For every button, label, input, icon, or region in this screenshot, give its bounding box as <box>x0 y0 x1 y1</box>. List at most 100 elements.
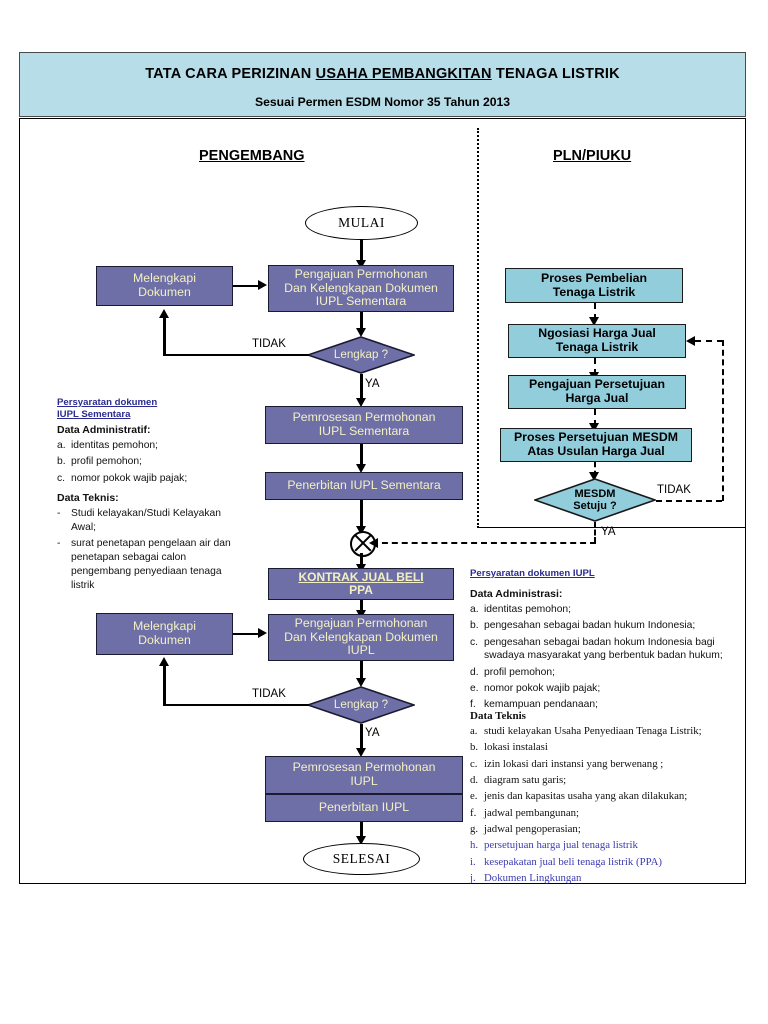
swimlane-divider <box>477 128 479 528</box>
arrowhead-buy-to-nego <box>588 317 599 326</box>
list-item-marker: c. <box>57 472 66 484</box>
list-item-marker: - <box>57 538 61 550</box>
side-right-tech: Data Teknis a.studi kelayakan Usaha Peny… <box>470 703 745 888</box>
list-item-text: profil pemohon; <box>71 456 142 468</box>
node-pengajuan-persetujuan-harga-l1: Pengajuan Persetujuan <box>529 377 665 392</box>
list-item-marker: a. <box>470 604 479 615</box>
list-item-marker: c. <box>470 757 478 770</box>
side-right-heading: Persyaratan dokumen IUPL <box>470 568 595 579</box>
node-pemrosesan-iupl-sementara-l1: Pemrosesan Permohonan <box>292 410 436 425</box>
list-item-marker: b. <box>470 741 479 754</box>
decision-mesdm-setuju: MESDM Setuju ? <box>534 478 656 522</box>
edge-label-tidak-2: TIDAK <box>252 688 286 700</box>
edge-decision1-tidak-vertical <box>163 318 166 354</box>
arrowhead-approve-to-decision <box>588 472 599 481</box>
lane-caption-pengembang: PENGEMBANG <box>199 148 305 164</box>
node-pengajuan-iupl-sementara-l2: Dan Kelengkapan Dokumen <box>284 280 438 295</box>
arrowhead-decision2-tidak <box>158 657 169 666</box>
node-melengkapi-dokumen-2: Melengkapi Dokumen <box>96 613 233 655</box>
side-left-requirements: Data Administratif: a.identitas pemohon;… <box>57 417 242 595</box>
edge-mesdm-tidak-h1 <box>656 500 722 502</box>
swimlane-bottom-rule <box>477 527 746 528</box>
arrowhead-mesdm-ya-to-merge <box>369 537 378 548</box>
list-item: c.nomor pokok wajib pajak; <box>57 472 242 486</box>
diamond-shape-2 <box>307 686 415 724</box>
edge-mesdm-ya-v <box>594 522 596 543</box>
list-item-text: pengesahan sebagai badan hokum Indonesia… <box>484 636 723 662</box>
node-pengajuan-persetujuan-harga: Pengajuan Persetujuan Harga Jual <box>508 375 686 409</box>
node-pengajuan-persetujuan-harga-l2: Harga Jual <box>565 391 629 405</box>
node-proses-persetujuan-mesdm-l2: Atas Usulan Harga Jual <box>527 444 665 458</box>
list-item-marker: a. <box>57 440 66 451</box>
edge-buy-to-nego <box>594 303 596 320</box>
node-proses-persetujuan-mesdm: Proses Persetujuan MESDM Atas Usulan Har… <box>500 428 692 462</box>
arrowhead-apply-to-approve <box>588 423 599 432</box>
node-pemrosesan-iupl-sementara-l2: IUPL Sementara <box>318 424 410 438</box>
side-right-tech-title: Data Teknis <box>470 710 526 722</box>
list-item: g.jadwal pengoperasian; <box>470 823 745 837</box>
list-item-text: studi kelayakan Usaha Penyediaan Tenaga … <box>484 725 702 737</box>
arrowhead-melengkapi2-to-submit2 <box>258 628 267 638</box>
decision-mesdm-label: MESDM Setuju ? <box>534 478 656 522</box>
node-penerbitan-iupl: Penerbitan IUPL <box>265 794 463 822</box>
list-item-marker: b. <box>57 456 66 468</box>
list-item-text: nomor pokok wajib pajak; <box>484 682 601 694</box>
list-item: b.pengesahan sebagai badan hukum Indones… <box>470 619 738 633</box>
list-item-marker: f. <box>470 699 476 711</box>
side-right-admin-title: Data Administrasi: <box>470 588 563 600</box>
side-left-heading: Persyaratan dokumen IUPL Sementara <box>57 397 207 421</box>
side-left-heading-l2: IUPL Sementara <box>57 408 131 420</box>
node-kontrak-line1: KONTRAK JUAL BELI <box>298 569 424 584</box>
list-item-marker: d. <box>470 666 479 678</box>
edge-mesdm-tidak-h2 <box>695 340 723 342</box>
arrowhead-decision1-tidak <box>158 309 169 318</box>
edge-decision2-tidak-vertical <box>163 666 166 704</box>
edge-melengkapi2-to-submit2 <box>233 632 259 635</box>
node-pemrosesan-iupl: Pemrosesan Permohonan IUPL <box>265 756 463 794</box>
decision-lengkap-2-label: Lengkap ? <box>333 697 389 711</box>
lane-caption-pln: PLN/PIUKU <box>553 148 632 164</box>
list-item: a.identitas pemohon; <box>57 439 242 453</box>
list-item-text: jadwal pengoperasian; <box>484 822 581 835</box>
decision-mesdm-l2: Setuju ? <box>573 500 617 512</box>
title-banner: TATA CARA PERIZINAN USAHA PEMBANGKITAN T… <box>19 52 746 117</box>
node-pengajuan-iupl-l1: Pengajuan Permohonan <box>294 615 428 630</box>
node-kontrak-jual-beli-ppa: KONTRAK JUAL BELI PPA <box>268 568 454 600</box>
list-item: -surat penetapan pengelaan air dan penet… <box>57 537 242 592</box>
list-item: a.identitas pemohon; <box>470 603 738 617</box>
end-terminator: SELESAI <box>303 843 420 875</box>
list-item: c.izin lokasi dari instansi yang berwena… <box>470 758 745 772</box>
list-item-marker: b. <box>470 620 479 632</box>
list-item-marker: c. <box>470 636 479 648</box>
arrowhead-decision2-ya <box>355 748 366 757</box>
list-item-text: profil pemohon; <box>484 666 555 678</box>
edge-start-to-submit1 <box>360 240 363 262</box>
list-item-text: diagram satu garis; <box>484 773 567 786</box>
node-pengajuan-iupl: Pengajuan Permohonan Dan Kelengkapan Dok… <box>268 614 454 661</box>
node-pemrosesan-iupl-l1: Pemrosesan Permohonan <box>292 760 436 775</box>
side-left-tech-title: Data Teknis: <box>57 492 119 505</box>
node-ngosiasi-harga-l1: Ngosiasi Harga Jual <box>538 326 656 341</box>
list-item-text: Dokumen Lingkungan <box>484 871 582 884</box>
edge-kontrak-to-submit2 <box>360 600 363 614</box>
arrowhead-submit2-to-decision2 <box>355 678 366 687</box>
node-ngosiasi-harga: Ngosiasi Harga Jual Tenaga Listrik <box>508 324 686 358</box>
edge-label-ya-mesdm: YA <box>601 526 616 538</box>
list-item: e.nomor pokok wajib pajak; <box>470 682 738 696</box>
node-pengajuan-iupl-sementara-l3: IUPL Sementara <box>315 294 407 309</box>
list-item-marker: f. <box>470 806 477 819</box>
side-left-admin-title: Data Administratif: <box>57 424 151 436</box>
list-item: f.jadwal pembangunan; <box>470 807 745 821</box>
banner-subtitle: Sesuai Permen ESDM Nomor 35 Tahun 2013 <box>254 95 511 109</box>
diamond-shape-mesdm <box>534 478 656 522</box>
edge-decision1-ya <box>360 374 363 400</box>
node-melengkapi-dokumen-1-l1: Melengkapi <box>133 271 196 286</box>
list-item: i.kesepakatan jual beli tenaga listrik (… <box>470 856 745 870</box>
edge-label-ya-2: YA <box>365 727 380 739</box>
edge-approve-to-decision <box>594 462 596 476</box>
list-item-marker: e. <box>470 790 478 803</box>
decision-lengkap-1: Lengkap ? <box>307 336 415 374</box>
side-right-tech-list: a.studi kelayakan Usaha Penyediaan Tenag… <box>470 725 745 886</box>
side-left-heading-l1: Persyaratan dokumen <box>57 397 158 408</box>
list-item: h.persetujuan harga jual tenaga listrik <box>470 839 745 853</box>
